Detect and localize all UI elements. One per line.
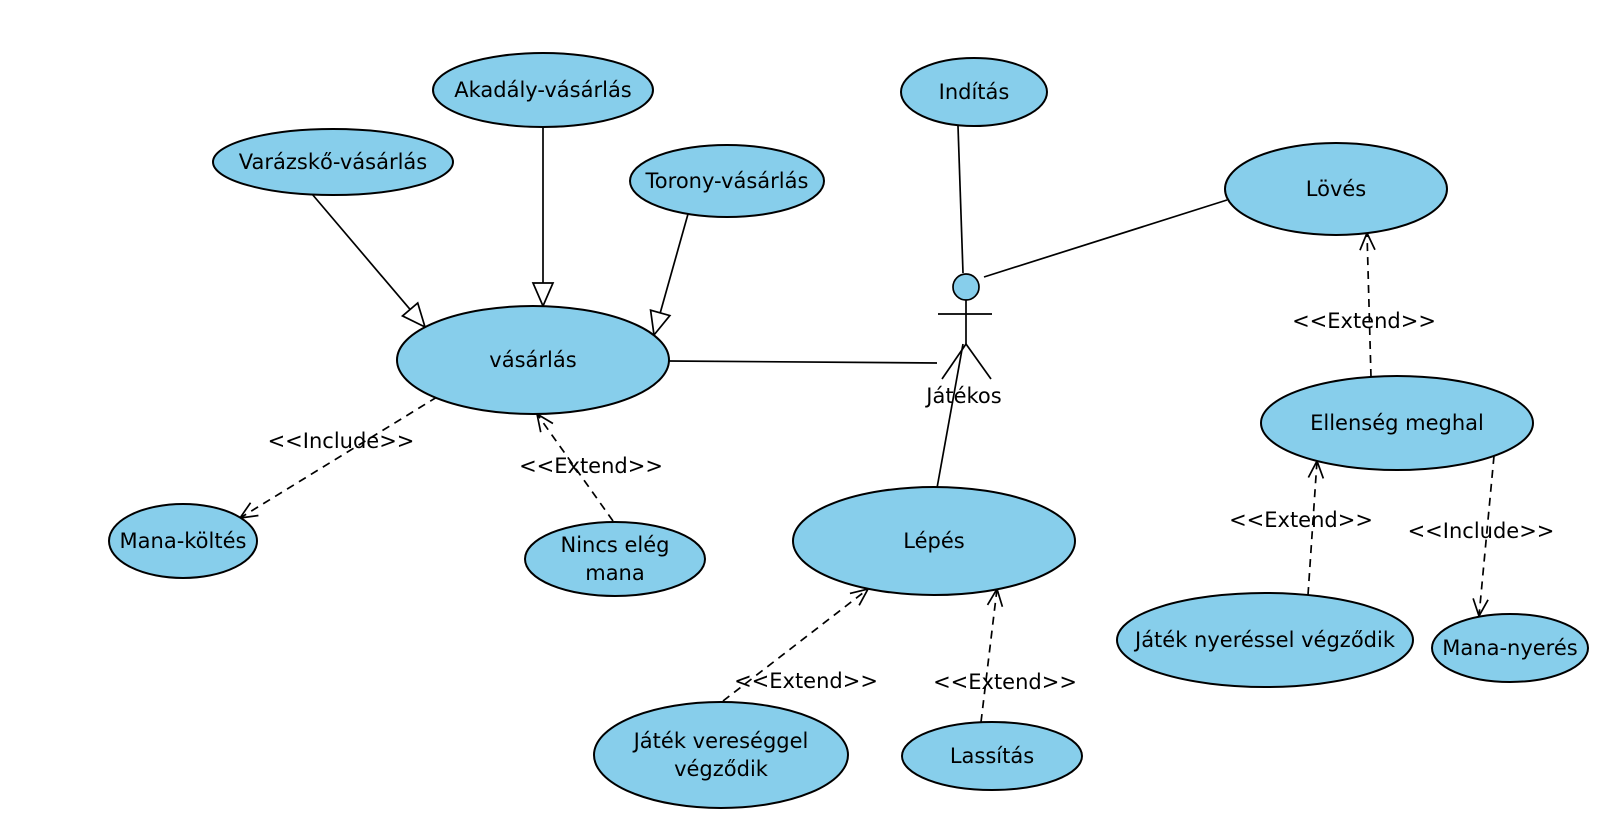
loves-label-line-0: Lövés (1306, 177, 1366, 201)
jatek-nyeressel-vegzodik-ellipse (1116, 592, 1414, 688)
jatek-vereseggel-vegzodik-label-line-0: Játék vereséggel (632, 729, 809, 753)
nincs-eleg-mana-ellipse (524, 521, 706, 597)
ellenseg-meghal-to-loves-stereotype-label: <<Extend>> (1292, 309, 1436, 333)
edge-vasarlas-to-jatekos (668, 360, 938, 364)
mana-koltes-ellipse (108, 503, 258, 579)
mana-nyeres-ellipse (1431, 613, 1589, 683)
inditas-label-line-0: Indítás (939, 80, 1010, 104)
use-case-inditas: Indítás (900, 57, 1048, 127)
vasarlas-ellipse (396, 305, 670, 415)
loves-ellipse (1224, 142, 1448, 236)
jatek-vereseggel-to-lepes-line (722, 588, 869, 702)
edge-lassitas-to-lepes: <<Extend>> (933, 586, 1077, 723)
vasarlas-label-line-0: vásárlás (489, 348, 576, 372)
jatek-vereseggel-vegzodik-label-line-1: végződik (674, 757, 769, 781)
ellenseg-meghal-label-line-0: Ellenség meghal (1310, 411, 1484, 435)
jatek-vereseggel-to-lepes-stereotype-label: <<Extend>> (734, 669, 878, 693)
jatek-vereseggel-vegzodik-ellipse (593, 701, 849, 809)
nincs-eleg-mana-label-line-1: mana (585, 561, 645, 585)
ellenseg-meghal-ellipse (1260, 375, 1534, 471)
nincs-eleg-mana-to-vasarlas-line (536, 413, 614, 522)
jatek-vereseggel-to-lepes-open-arrowhead-icon (849, 587, 870, 606)
akadaly-vasarlas-label-line-0: Akadály-vásárlás (454, 78, 632, 102)
lassitas-to-lepes-stereotype-label: <<Extend>> (933, 670, 1077, 694)
varazsko-vasarlas-label-line-0: Varázskő-vásárlás (239, 150, 427, 174)
edge-ellenseg-meghal-to-loves: <<Extend>> (1292, 230, 1436, 378)
lassitas-to-lepes-line (980, 588, 998, 723)
akadaly-to-vasarlas-generalization-arrowhead-icon (531, 282, 555, 309)
edge-varazsko-to-vasarlas (311, 193, 427, 329)
vasarlas-to-jatekos-line (668, 360, 938, 364)
edge-vasarlas-to-mana-koltes: <<Include>> (238, 396, 438, 520)
use-case-varazsko-vasarlas: Varázskő-vásárlás (212, 128, 454, 196)
edge-jatekos-to-lepes (936, 343, 964, 489)
torony-to-vasarlas-generalization-arrowhead-icon (649, 308, 672, 338)
torony-vasarlas-ellipse (629, 144, 825, 218)
lepes-label-line-0: Lépés (903, 529, 964, 553)
nincs-eleg-mana-to-vasarlas-stereotype-label: <<Extend>> (519, 454, 663, 478)
lassitas-label-line-0: Lassítás (950, 744, 1034, 768)
use-case-ellenseg-meghal: Ellenség meghal (1260, 375, 1534, 471)
jatekos-to-loves-line (983, 199, 1228, 278)
use-case-loves: Lövés (1224, 142, 1448, 236)
jatek-nyeressel-vegzodik-label-line-0: Játék nyeréssel végződik (1133, 628, 1396, 652)
edge-akadaly-to-vasarlas (531, 128, 555, 309)
inditas-to-jatekos-line (957, 125, 964, 274)
lassitas-ellipse (901, 721, 1083, 791)
ellenseg-meghal-to-loves-line (1366, 232, 1372, 378)
edge-nincs-eleg-mana-to-vasarlas: <<Extend>> (519, 412, 663, 522)
use-case-mana-nyeres: Mana-nyerés (1431, 613, 1589, 683)
use-case-nincs-eleg-mana: Nincs elég mana (524, 521, 706, 597)
varazsko-vasarlas-ellipse (212, 128, 454, 196)
jatekos-to-lepes-line (936, 343, 964, 489)
use-case-jatek-vereseggel-vegzodik: Játék vereséggel végződik (593, 701, 849, 809)
edge-ellenseg-meghal-to-mana-nyeres: <<Include>> (1408, 455, 1555, 619)
use-case-akadaly-vasarlas: Akadály-vásárlás (432, 52, 654, 128)
nincs-eleg-mana-label-line-0: Nincs elég (560, 533, 669, 557)
actor-jatekos: Játékos (924, 273, 1002, 408)
actor-head-icon (952, 273, 980, 301)
use-case-torony-vasarlas: Torony-vásárlás (629, 144, 825, 218)
torony-vasarlas-label-line-0: Torony-vásárlás (645, 169, 809, 193)
mana-nyeres-label-line-0: Mana-nyerés (1442, 636, 1577, 660)
mana-koltes-label-line-0: Mana-költés (120, 529, 247, 553)
actor-label: Játékos (924, 384, 1001, 408)
use-case-mana-koltes: Mana-költés (108, 503, 258, 579)
lepes-ellipse (792, 486, 1076, 596)
use-case-jatek-nyeressel-vegzodik: Játék nyeréssel végződik (1116, 592, 1414, 688)
ellenseg-meghal-to-mana-nyeres-stereotype-label: <<Include>> (1408, 519, 1555, 543)
torony-to-vasarlas-line (659, 213, 689, 314)
edge-inditas-to-jatekos (957, 125, 964, 274)
edge-jatek-vereseggel-to-lepes: <<Extend>> (722, 587, 878, 702)
actor-limb-3 (965, 343, 992, 380)
varazsko-to-vasarlas-generalization-arrowhead-icon (400, 301, 427, 329)
edge-jatekos-to-loves (983, 199, 1228, 278)
jatek-nyeressel-to-ellenseg-meghal-stereotype-label: <<Extend>> (1229, 508, 1373, 532)
use-case-vasarlas: vásárlás (396, 305, 670, 415)
edge-jatek-nyeressel-to-ellenseg-meghal: <<Extend>> (1229, 458, 1373, 596)
varazsko-to-vasarlas-line (311, 193, 411, 311)
use-case-lepes: Lépés (792, 486, 1076, 596)
ellenseg-meghal-to-mana-nyeres-line (1478, 455, 1495, 617)
vasarlas-to-mana-koltes-stereotype-label: <<Include>> (268, 429, 415, 453)
vasarlas-to-mana-koltes-line (239, 396, 438, 519)
akadaly-vasarlas-ellipse (432, 52, 654, 128)
actor-limb-2 (941, 343, 967, 380)
use-case-lassitas: Lassítás (901, 721, 1083, 791)
edge-torony-to-vasarlas (649, 213, 689, 338)
inditas-ellipse (900, 57, 1048, 127)
